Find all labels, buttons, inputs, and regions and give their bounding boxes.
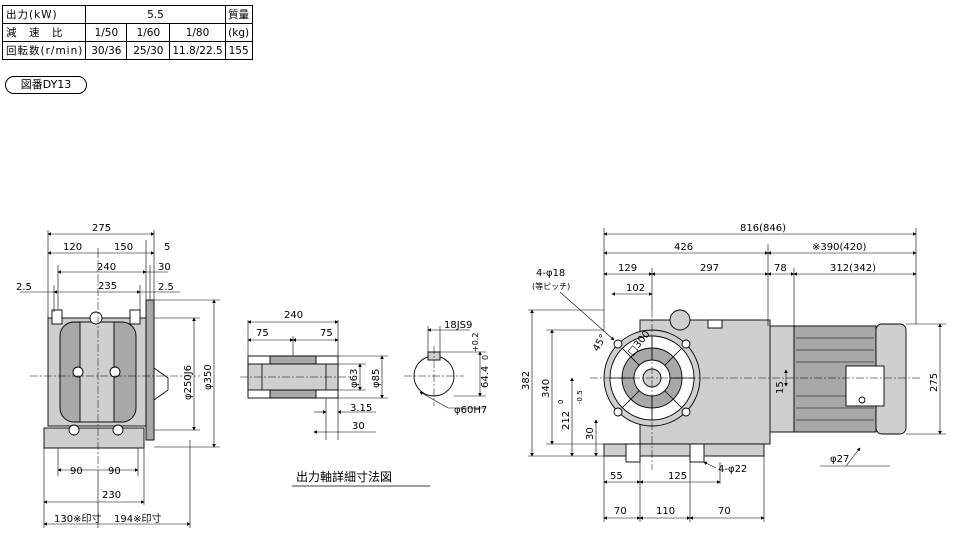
shaft-key-top bbox=[269, 355, 317, 365]
shaft-dim-phi63: φ63 bbox=[349, 369, 360, 388]
dim-2-5-right: 2.5 bbox=[158, 282, 174, 293]
ratio-value-1: 1/50 bbox=[85, 23, 128, 42]
left-lug-1 bbox=[51, 309, 63, 325]
motor-adapter bbox=[767, 325, 795, 433]
left-foot bbox=[43, 427, 145, 449]
left-eyebolt bbox=[89, 311, 103, 325]
dim-55: 55 bbox=[610, 471, 623, 482]
dim-275-right: 275 bbox=[929, 373, 940, 392]
dim-297: 297 bbox=[700, 263, 719, 274]
angle-45: 45° bbox=[591, 333, 609, 354]
bore-detail-view: 18JS9 +0.2 0 64.4 φ60H7 bbox=[404, 320, 491, 416]
dim-phi350: φ350 bbox=[203, 364, 214, 390]
shaft-key-bottom bbox=[269, 389, 317, 399]
bore-tol-plus: +0.2 bbox=[471, 333, 480, 352]
dim-2-5-left: 2.5 bbox=[16, 282, 32, 293]
speed-value-1: 30/36 bbox=[85, 41, 128, 60]
shaft-dim-phi85: φ85 bbox=[371, 369, 382, 388]
mass-value: 155 bbox=[224, 41, 253, 60]
tol-212-b: -0.5 bbox=[576, 390, 584, 404]
shaft-dim-3-15: 3.15 bbox=[350, 403, 372, 414]
flange-hole-4 bbox=[681, 407, 691, 417]
motor-cable-gland bbox=[858, 396, 866, 404]
left-bolt-1 bbox=[72, 366, 84, 378]
dim-125: 125 bbox=[668, 471, 687, 482]
left-bolt-4 bbox=[112, 424, 124, 436]
dim-70-left: 70 bbox=[614, 506, 627, 517]
dim-129: 129 bbox=[618, 263, 637, 274]
pitch-label: (等ピッチ) bbox=[532, 281, 570, 291]
spec-row-speed: 回転数(r/min) 30/36 25/30 11.8/22.5 155 bbox=[1, 41, 253, 60]
dim-130: 130※印寸 bbox=[54, 512, 101, 525]
shaft-caption: 出力軸詳細寸法図 bbox=[296, 469, 392, 484]
dim-120: 120 bbox=[63, 242, 82, 253]
dim-240: 240 bbox=[97, 262, 116, 273]
dim-102: 102 bbox=[626, 283, 645, 294]
dim-312: 312(342) bbox=[830, 263, 876, 274]
foot-bolt-2 bbox=[689, 443, 705, 463]
dim-426: 426 bbox=[674, 242, 693, 253]
foot-holes-label: 4-φ22 bbox=[718, 464, 747, 475]
right-view: 816(846) 426 ※390(420) 129 297 78 312(34… bbox=[521, 223, 946, 522]
shaft-dim-240: 240 bbox=[284, 310, 303, 321]
left-shaft-end bbox=[153, 367, 169, 401]
left-lug-2 bbox=[129, 309, 141, 325]
flange-hole-1 bbox=[613, 339, 623, 349]
dim-382: 382 bbox=[521, 371, 532, 390]
flange-hole-2 bbox=[681, 339, 691, 349]
dim-110: 110 bbox=[656, 506, 675, 517]
bore-tol-zero: 0 bbox=[481, 355, 490, 360]
gearbox-foot bbox=[603, 443, 765, 457]
flange-hole-3 bbox=[613, 407, 623, 417]
left-bolt-3 bbox=[68, 424, 80, 436]
speed-label: 回転数(r/min) bbox=[1, 41, 87, 60]
speed-value-2: 25/30 bbox=[126, 41, 171, 60]
dim-90-left: 90 bbox=[70, 466, 83, 477]
dim-70-right: 70 bbox=[718, 506, 731, 517]
shaft-dim-75-left: 75 bbox=[256, 328, 269, 339]
spec-table: 出力(kW) 5.5 質量 減 速 比 1/50 1/60 1/80 (kg) … bbox=[1, 5, 253, 60]
speed-value-3: 11.8/22.5 bbox=[169, 41, 226, 60]
bore-dim-64-4: 64.4 bbox=[480, 366, 491, 388]
foot-bolt-1 bbox=[625, 443, 641, 463]
dim-15: 15 bbox=[775, 381, 786, 394]
dim-30: 30 bbox=[585, 427, 596, 440]
bore-phi60h7: φ60H7 bbox=[454, 405, 487, 416]
dim-78: 78 bbox=[774, 263, 787, 274]
tol-212-a: 0 bbox=[557, 400, 565, 404]
dim-5: 5 bbox=[164, 242, 170, 253]
left-bolt-2 bbox=[109, 366, 121, 378]
dim-30: 30 bbox=[158, 262, 171, 273]
dim-390: ※390(420) bbox=[812, 242, 866, 253]
dim-194: 194※印寸 bbox=[114, 512, 161, 525]
dim-816: 816(846) bbox=[740, 223, 786, 234]
shaft-dim-30: 30 bbox=[352, 421, 365, 432]
motor-fins bbox=[796, 337, 874, 421]
holes-label: 4-φ18 bbox=[536, 268, 565, 279]
dim-150: 150 bbox=[114, 242, 133, 253]
gearbox-eyebolt bbox=[669, 309, 691, 331]
dim-phi27: φ27 bbox=[830, 454, 849, 465]
dim-275: 275 bbox=[92, 223, 111, 234]
dim-230: 230 bbox=[102, 490, 121, 501]
dim-235: 235 bbox=[98, 281, 117, 292]
shaft-dim-75-right: 75 bbox=[320, 328, 333, 339]
left-center-rib bbox=[79, 321, 115, 423]
left-view: 275 120 150 5 240 30 235 2.5 2.5 φ250J6 … bbox=[16, 223, 220, 528]
dim-212: 212 bbox=[561, 411, 572, 430]
dim-90-right: 90 bbox=[108, 466, 121, 477]
dim-phi250j6: φ250J6 bbox=[183, 365, 194, 400]
bore-key-18js9: 18JS9 bbox=[444, 320, 472, 331]
dim-340: 340 bbox=[541, 379, 552, 398]
shaft-detail-view: 240 75 75 φ63 φ85 3.15 30 出力軸詳細寸法図 bbox=[240, 310, 430, 487]
left-flange bbox=[145, 299, 155, 441]
gearbox-vent bbox=[707, 319, 723, 329]
drawing-id-badge: 図番DY13 bbox=[5, 76, 87, 94]
